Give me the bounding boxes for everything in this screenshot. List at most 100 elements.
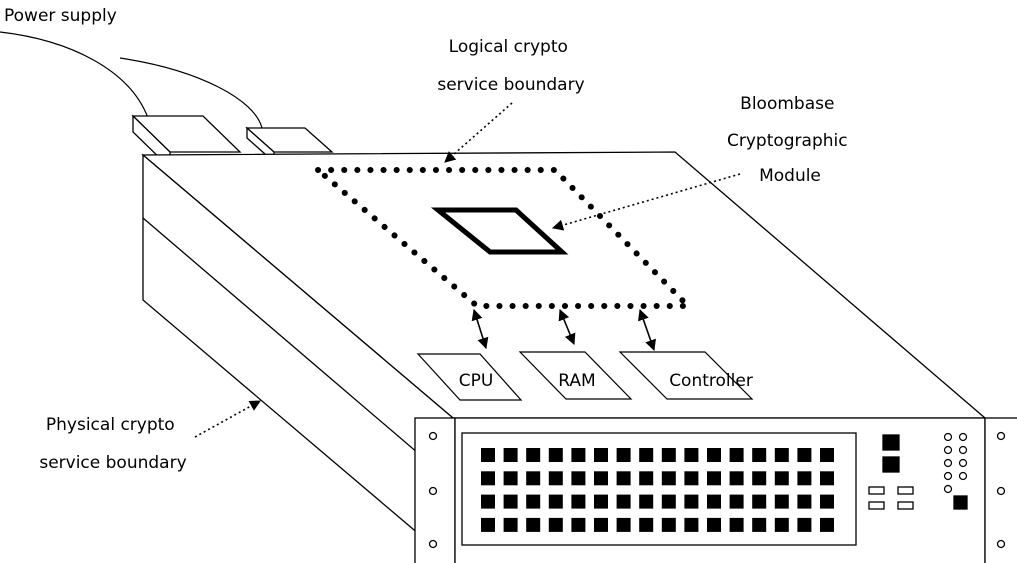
- led-cell: [481, 448, 495, 462]
- led-cell: [616, 448, 631, 462]
- indicator-square: [882, 434, 900, 451]
- led-cell: [503, 517, 518, 532]
- led-cell: [774, 448, 789, 462]
- led-cell: [503, 448, 518, 462]
- led-cell: [797, 494, 812, 509]
- led-cell: [661, 448, 676, 462]
- vent-hole: [958, 445, 968, 455]
- led-cell: [639, 517, 654, 532]
- vent-hole: [958, 458, 968, 468]
- led-cell: [616, 471, 631, 486]
- led-cell: [797, 448, 812, 462]
- physical-boundary-label: Physical crypto service boundary: [39, 415, 186, 473]
- led-cell: [639, 471, 654, 486]
- led-cell: [571, 494, 586, 509]
- cpu-arrow: [471, 308, 489, 350]
- led-cell: [503, 494, 518, 509]
- led-cell: [752, 494, 767, 509]
- led-cell: [526, 471, 541, 486]
- led-cell: [571, 517, 586, 532]
- led-cell: [548, 448, 563, 462]
- led-cell: [594, 471, 608, 486]
- display-window: [461, 432, 857, 546]
- led-cell: [684, 494, 699, 509]
- led-cell: [526, 494, 541, 509]
- led-cell: [820, 448, 834, 462]
- panel-button: [897, 501, 914, 510]
- logical-boundary-label: Logical crypto service boundary: [437, 37, 584, 95]
- led-cell: [548, 517, 563, 532]
- component-boxes: [416, 351, 754, 401]
- led-cell: [774, 494, 789, 509]
- led-cell: [639, 494, 654, 509]
- vent-hole: [943, 445, 953, 455]
- panel-button: [868, 501, 885, 510]
- led-cell: [661, 471, 676, 486]
- led-cell: [729, 517, 744, 532]
- led-cell: [661, 494, 676, 509]
- led-cell: [526, 448, 541, 462]
- led-cell: [639, 448, 654, 462]
- led-cell: [616, 517, 631, 532]
- cpu-label: CPU: [459, 371, 494, 391]
- controller-label: Controller: [669, 371, 753, 391]
- vent-hole: [958, 471, 968, 481]
- led-cell: [707, 517, 721, 532]
- led-cell: [503, 471, 518, 486]
- led-cell: [752, 448, 767, 462]
- led-cell: [707, 494, 721, 509]
- led-cell: [707, 471, 721, 486]
- led-cell: [707, 448, 721, 462]
- front-panel-controls: [868, 434, 968, 510]
- led-cell: [774, 517, 789, 532]
- led-cell: [526, 517, 541, 532]
- power-plug-2: [245, 126, 334, 164]
- ram-arrow: [558, 308, 576, 346]
- module-label: Bloombase Cryptographic Module: [727, 94, 853, 186]
- crypto-module-chip: [430, 207, 569, 255]
- led-cell: [729, 471, 744, 486]
- indicator-square: [882, 456, 900, 473]
- panel-button: [897, 486, 914, 495]
- led-cell: [571, 471, 586, 486]
- led-cell: [661, 517, 676, 532]
- led-cell: [774, 471, 789, 486]
- led-cell: [481, 494, 495, 509]
- logical-boundary-outline: [309, 167, 696, 309]
- ram-label: RAM: [558, 371, 595, 391]
- power-cable-2: [119, 57, 263, 129]
- data-arrows: [471, 308, 656, 352]
- cpu-box: [416, 353, 523, 401]
- led-cell: [797, 471, 812, 486]
- led-cell: [548, 494, 563, 509]
- led-cell: [752, 517, 767, 532]
- led-cell: [481, 517, 495, 532]
- led-display-grid: [481, 448, 834, 532]
- led-cell: [820, 471, 834, 486]
- indicator-square: [953, 495, 968, 510]
- led-cell: [797, 517, 812, 532]
- led-cell: [594, 517, 608, 532]
- ear-holes: [428, 431, 1006, 549]
- led-cell: [684, 448, 699, 462]
- vent-hole: [943, 432, 953, 442]
- led-cell: [571, 448, 586, 462]
- chassis-left-side: [142, 153, 454, 563]
- leader-lines: [194, 102, 741, 438]
- chassis-side-seam: [142, 217, 454, 484]
- led-cell: [820, 517, 834, 532]
- panel-button: [868, 486, 885, 495]
- vent-holes: [943, 432, 968, 494]
- vent-hole: [958, 432, 968, 442]
- led-cell: [594, 448, 608, 462]
- controller-box: [618, 351, 754, 400]
- controller-arrow: [638, 308, 656, 352]
- led-cell: [729, 448, 744, 462]
- led-cell: [752, 471, 767, 486]
- led-cell: [820, 494, 834, 509]
- led-cell: [594, 494, 608, 509]
- led-cell: [481, 471, 495, 486]
- ram-box: [518, 351, 633, 400]
- vent-hole: [943, 484, 953, 494]
